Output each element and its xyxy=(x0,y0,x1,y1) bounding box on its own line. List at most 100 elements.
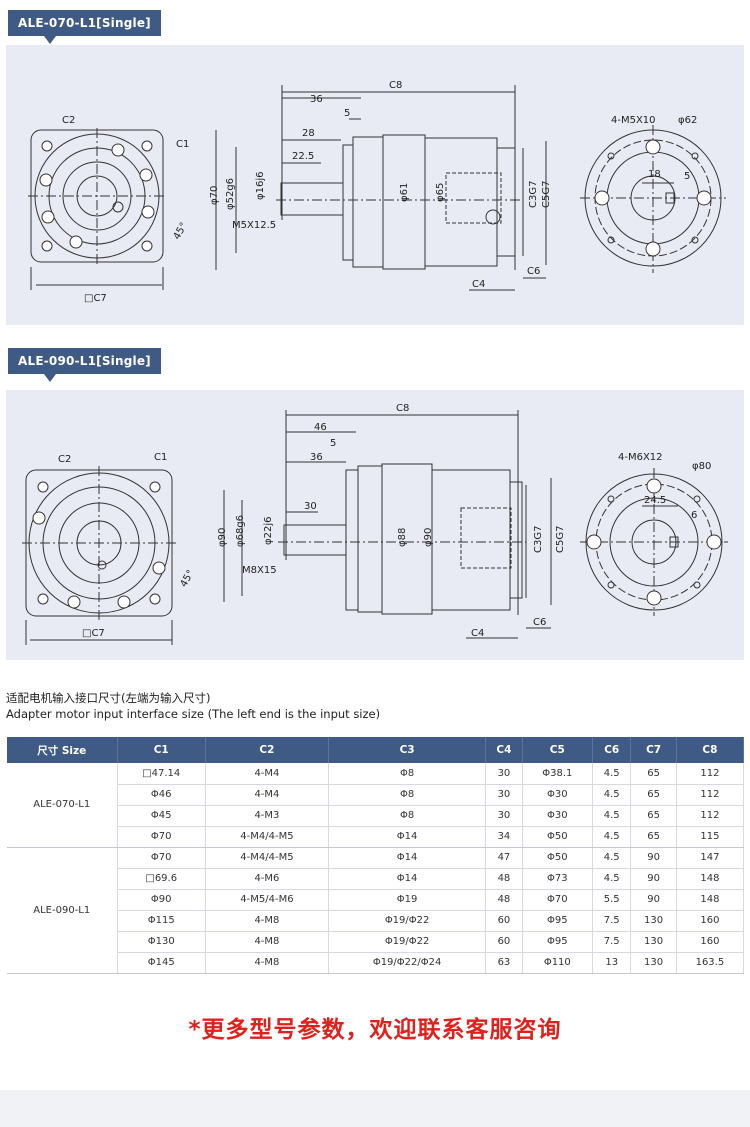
table-cell: Φ14 xyxy=(328,826,487,848)
table-cell: 4-M4 xyxy=(205,784,329,806)
table-cell: 163.5 xyxy=(676,952,745,974)
side-view-070 xyxy=(215,85,547,291)
table-cell: Φ130 xyxy=(117,931,206,953)
table-cell: Φ110 xyxy=(522,952,594,974)
table-cell: Φ19/Φ22 xyxy=(328,910,487,932)
label-thread-090: M8X15 xyxy=(242,565,277,576)
table-cell: 30 xyxy=(485,763,523,785)
table-cell: 148 xyxy=(676,868,745,890)
table-cell: 112 xyxy=(676,805,745,827)
label-dim30: 30 xyxy=(304,501,317,512)
table-cell: Φ8 xyxy=(328,763,487,785)
table-cell: Φ14 xyxy=(328,868,487,890)
table-cell: Φ8 xyxy=(328,784,487,806)
table-cell: 4.5 xyxy=(592,805,632,827)
label-dim36: 36 xyxy=(310,94,323,105)
table-cell: Φ70 xyxy=(117,847,206,869)
table-cell: 4-M6 xyxy=(205,868,329,890)
label-c8-090: C8 xyxy=(396,403,409,414)
table-cell: Φ73 xyxy=(522,868,594,890)
table-cell: 4.5 xyxy=(592,847,632,869)
label-c1: C1 xyxy=(176,139,189,150)
table-cell: 112 xyxy=(676,784,745,806)
label-c3: C3G7 xyxy=(528,181,539,208)
label-d90: φ90 xyxy=(217,528,228,547)
table-cell: 30 xyxy=(485,805,523,827)
label-d90b: φ90 xyxy=(423,528,434,547)
table-cell: 4-M8 xyxy=(205,952,329,974)
table-cell: 63 xyxy=(485,952,523,974)
label-c6-090: C6 xyxy=(533,617,546,628)
label-pcd-090: φ80 xyxy=(692,461,711,472)
label-dim22: 22.5 xyxy=(292,151,314,162)
label-key: 18 xyxy=(648,169,661,180)
label-d88: φ88 xyxy=(397,528,408,547)
col-header: C8 xyxy=(676,737,745,763)
label-angle: 45° xyxy=(172,221,190,242)
label-d70: φ70 xyxy=(209,186,220,205)
table-cell: 47 xyxy=(485,847,523,869)
drawing-070: C2 C1 45° □C7 xyxy=(28,80,726,304)
table-cell: 130 xyxy=(630,910,677,932)
label-d68: φ68g6 xyxy=(235,515,246,547)
table-cell: 4-M3 xyxy=(205,805,329,827)
table-cell: 160 xyxy=(676,910,745,932)
label-c3-090: C3G7 xyxy=(533,526,544,553)
footer-cta: *更多型号参数，欢迎联系客服咨询 xyxy=(188,1017,562,1043)
label-thread: M5X12.5 xyxy=(232,220,276,231)
col-header: C6 xyxy=(592,737,632,763)
table-cell: 115 xyxy=(676,826,745,848)
table-cell: □47.14 xyxy=(117,763,206,785)
label-d52: φ52g6 xyxy=(225,178,236,210)
table-cell: 48 xyxy=(485,868,523,890)
table-cell: 4-M8 xyxy=(205,931,329,953)
table-cell: 65 xyxy=(630,805,677,827)
table-cell: 5.5 xyxy=(592,889,632,911)
table-cell: Φ14 xyxy=(328,847,487,869)
table-cell: Φ95 xyxy=(522,931,594,953)
table-cell: Φ90 xyxy=(117,889,206,911)
col-header: C4 xyxy=(485,737,523,763)
table-cell: 112 xyxy=(676,763,745,785)
drawing-panel-070: C2 C1 45° □C7 xyxy=(6,45,744,325)
table-header-row: 尺寸 Size C1 C2 C3 C4 C5 C6 C7 C8 xyxy=(7,737,745,763)
table-cell: Φ30 xyxy=(522,805,594,827)
label-dim5: 5 xyxy=(344,108,350,119)
table-cell: 4.5 xyxy=(592,826,632,848)
table-cell: Φ30 xyxy=(522,784,594,806)
table-cell: 60 xyxy=(485,931,523,953)
table-cell: □69.6 xyxy=(117,868,206,890)
label-c7: □C7 xyxy=(84,293,107,304)
label-dim5-090: 5 xyxy=(330,438,336,449)
label-c5-090: C5G7 xyxy=(555,526,566,553)
table-cell: Φ38.1 xyxy=(522,763,594,785)
table-cell: Φ70 xyxy=(117,826,206,848)
col-header: 尺寸 Size xyxy=(7,737,118,763)
label-shaft: φ16j6 xyxy=(255,172,266,200)
label-c7-090: □C7 xyxy=(82,628,105,639)
bottom-strip xyxy=(0,1090,750,1127)
table-cell: 65 xyxy=(630,763,677,785)
drawing-panel-090: C2 C1 45° □C7 φ90 φ68g6 φ xyxy=(6,390,744,660)
drawing-090: C2 C1 45° □C7 φ90 φ68g6 φ xyxy=(22,403,728,645)
label-c2: C2 xyxy=(62,115,75,126)
model-cell: ALE-090-L1 xyxy=(7,847,118,974)
label-angle-090: 45° xyxy=(178,568,196,589)
col-header: C1 xyxy=(117,737,206,763)
table-cell: 48 xyxy=(485,889,523,911)
table-cell: 60 xyxy=(485,910,523,932)
label-holes-090: 4-M6X12 xyxy=(618,452,663,463)
col-header: C2 xyxy=(205,737,329,763)
section2-title: ALE-090-L1[Single] xyxy=(8,348,161,382)
table-cell: 7.5 xyxy=(592,931,632,953)
label-c6: C6 xyxy=(527,266,540,277)
front-view-right-070 xyxy=(580,125,726,273)
table-cell: 130 xyxy=(630,931,677,953)
table-cell: Φ45 xyxy=(117,805,206,827)
table-cell: 148 xyxy=(676,889,745,911)
